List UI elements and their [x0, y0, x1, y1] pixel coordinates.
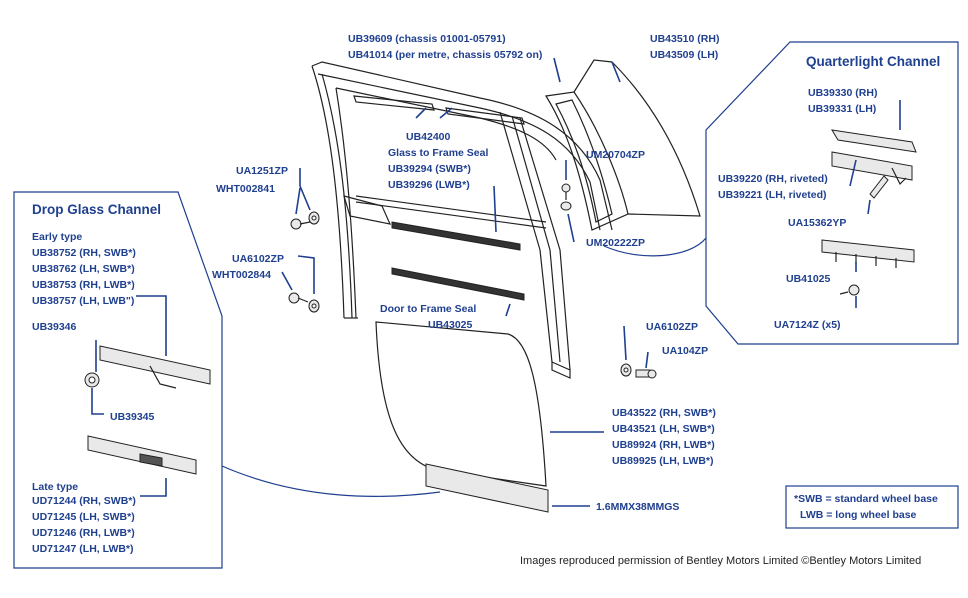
- quarterlight-glass: [545, 91, 629, 231]
- legend-lwb: LWB = long wheel base: [800, 509, 917, 521]
- washer-um20222-icon: [560, 201, 572, 211]
- label-ub39346: UB39346: [32, 321, 77, 333]
- drop-glass-title: Drop Glass Channel: [32, 202, 161, 217]
- label-ub39221: UB39221 (LH, riveted): [718, 189, 827, 201]
- door-to-frame-seal: [391, 267, 525, 301]
- drop-glass: [375, 321, 547, 487]
- drop-glass-box-link: [221, 465, 441, 497]
- quarterlight-riveted-channel: [831, 151, 913, 186]
- rivet-ua15362-icon: [869, 175, 889, 199]
- label-glass-seal-lwb: UB39296 (LWB*): [388, 179, 470, 191]
- legend-box: [785, 485, 959, 529]
- screw-ua104-icon: [635, 369, 657, 379]
- label-ub39345: UB39345: [110, 411, 155, 423]
- label-late-3: UD71246 (RH, LWB*): [32, 527, 135, 539]
- label-wht002844: WHT002844: [212, 269, 271, 281]
- label-frame-seal-2: UB41014 (per metre, chassis 05792 on): [348, 49, 542, 61]
- label-ub41025: UB41025: [786, 273, 831, 285]
- label-glass-to-frame-seal: Glass to Frame Seal: [388, 147, 488, 159]
- label-ub42400: UB42400: [406, 131, 451, 143]
- label-ub39220: UB39220 (RH, riveted): [718, 173, 828, 185]
- screw-ua6102-top-icon: [288, 292, 309, 304]
- label-early-1: UB38752 (RH, SWB*): [32, 247, 136, 259]
- label-ua1251: UA1251ZP: [236, 165, 288, 177]
- label-um20704: UM20704ZP: [586, 149, 645, 161]
- bush-ub39346-icon: [84, 372, 100, 388]
- screw-ua7124-icon: [839, 284, 860, 296]
- image-credit: Images reproduced permission of Bentley …: [520, 555, 921, 567]
- door-frame: [311, 61, 613, 379]
- label-ub39331: UB39331 (LH): [808, 103, 876, 115]
- label-glass-2: UB43521 (LH, SWB*): [612, 423, 715, 435]
- label-glass-4: UB89925 (LH, LWB*): [612, 455, 714, 467]
- label-ua104: UA104ZP: [662, 345, 708, 357]
- quarterlight-box-link: [603, 237, 707, 257]
- washer-ua6102-bottom-icon: [620, 363, 632, 377]
- label-ua15362: UA15362YP: [788, 217, 846, 229]
- label-late-1: UD71244 (RH, SWB*): [32, 495, 136, 507]
- early-channel: [99, 345, 211, 389]
- label-late-4: UD71247 (LH, LWB*): [32, 543, 134, 555]
- late-channel: [87, 435, 197, 475]
- label-quarter-glass-rh: UB43510 (RH): [650, 33, 719, 45]
- label-ub39330: UB39330 (RH): [808, 87, 877, 99]
- label-early-3: UB38753 (RH, LWB*): [32, 279, 135, 291]
- label-frame-seal-1: UB39609 (chassis 01001-05791): [348, 33, 506, 45]
- quarterlight-callout-box: [705, 41, 959, 345]
- label-wht002841: WHT002841: [216, 183, 275, 195]
- drop-glass-callout-box: [13, 191, 223, 569]
- quarterlight-channel-ub39330: [831, 129, 917, 153]
- label-early-type: Early type: [32, 231, 82, 243]
- label-glass-3: UB89924 (RH, LWB*): [612, 439, 715, 451]
- washer-wht002841-icon: [308, 211, 320, 225]
- quarterlight-title: Quarterlight Channel: [806, 54, 940, 69]
- label-glass-seal-swb: UB39294 (SWB*): [388, 163, 471, 175]
- legend-swb: *SWB = standard wheel base: [794, 493, 938, 505]
- glass-to-frame-seal-upper: [391, 221, 521, 251]
- label-um20222: UM20222ZP: [586, 237, 645, 249]
- label-early-2: UB38762 (LH, SWB*): [32, 263, 135, 275]
- label-ua6102-top: UA6102ZP: [232, 253, 284, 265]
- label-strip: 1.6MMX38MMGS: [596, 501, 679, 513]
- glass-strip: [425, 463, 549, 513]
- label-ub43025: UB43025: [428, 319, 473, 331]
- label-quarter-glass-lh: UB43509 (LH): [650, 49, 718, 61]
- label-ua6102-bottom: UA6102ZP: [646, 321, 698, 333]
- label-early-4: UB38757 (LH, LWB"): [32, 295, 134, 307]
- label-door-to-frame-seal: Door to Frame Seal: [380, 303, 476, 315]
- washer-wht002844-icon: [308, 299, 320, 313]
- label-glass-1: UB43522 (RH, SWB*): [612, 407, 716, 419]
- screw-ua1251-icon: [290, 218, 311, 230]
- fastener-um20704-icon: [561, 183, 571, 200]
- channel-ub41025: [821, 239, 915, 268]
- label-late-type: Late type: [32, 481, 78, 493]
- label-ua7124: UA7124Z (x5): [774, 319, 841, 331]
- label-late-2: UD71245 (LH, SWB*): [32, 511, 135, 523]
